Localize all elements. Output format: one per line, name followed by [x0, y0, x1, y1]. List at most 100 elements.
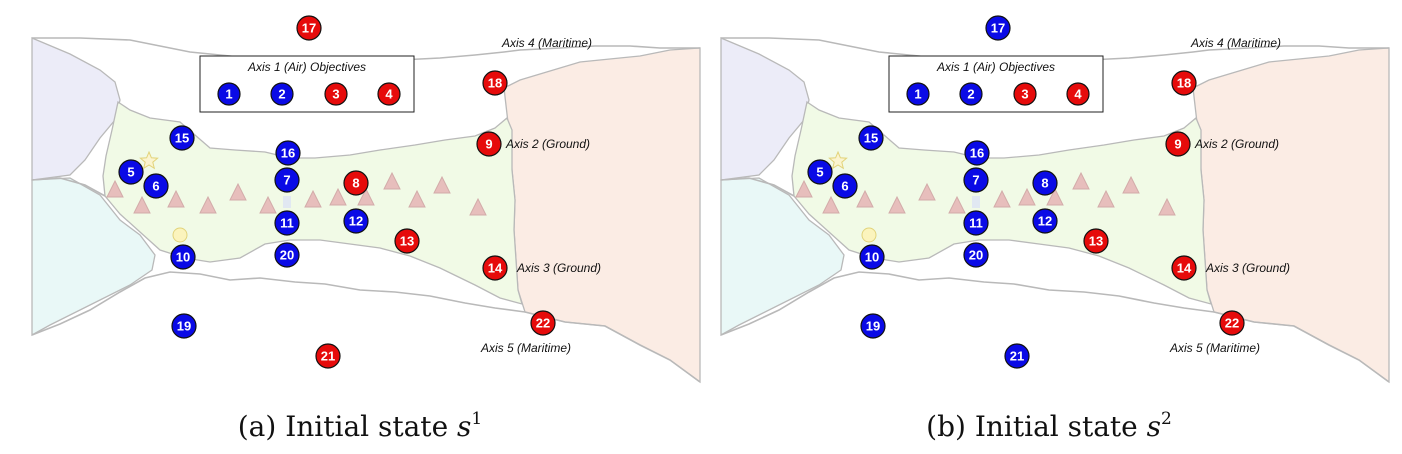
node-18-label: 18	[488, 76, 502, 91]
node-16-circle	[275, 140, 301, 166]
bridge-marker	[972, 196, 980, 208]
base-marker	[861, 227, 877, 243]
terrain-marker	[1046, 187, 1064, 206]
node-6: 6	[832, 173, 858, 199]
terrain-marker	[1072, 171, 1090, 190]
node-17-circle	[985, 15, 1011, 41]
legend-objective-1: 1	[906, 82, 930, 106]
node-14-label: 14	[488, 261, 503, 276]
node-10: 10	[170, 244, 196, 270]
terrain-marker	[469, 197, 487, 216]
legend-objective-4-label: 4	[385, 87, 393, 102]
terrain-marker	[1097, 189, 1115, 208]
legend-objective-1-label: 1	[225, 87, 232, 102]
terrain-marker	[856, 189, 874, 208]
axis-label-axis5: Axis 5 (Maritime)	[1169, 341, 1260, 355]
node-14-circle	[1171, 255, 1197, 281]
caption-superscript: 2	[1161, 408, 1172, 429]
terrain-marker	[106, 179, 124, 198]
terrain-marker	[822, 195, 840, 214]
node-12-circle	[1032, 208, 1058, 234]
node-17-label: 17	[302, 21, 316, 36]
node-15-circle	[858, 125, 884, 151]
node-20: 20	[963, 242, 989, 268]
node-14-label: 14	[1177, 261, 1192, 276]
node-6-label: 6	[841, 179, 848, 194]
caption-variable: s	[1146, 410, 1162, 443]
node-14-circle	[482, 255, 508, 281]
coastline-border	[31, 271, 526, 336]
node-20-label: 20	[969, 248, 983, 263]
node-17-circle	[296, 15, 322, 41]
terrain-marker	[795, 179, 813, 198]
node-9-label: 9	[485, 137, 492, 152]
legend-objective-4: 4	[377, 82, 401, 106]
base-marker	[172, 227, 188, 243]
node-22: 22	[1219, 310, 1245, 336]
node-13-circle	[394, 228, 420, 254]
terrain-marker	[1122, 175, 1140, 194]
node-20: 20	[274, 242, 300, 268]
node-11-label: 11	[969, 216, 983, 231]
axis-label-axis3: Axis 3 (Ground)	[516, 261, 601, 275]
legend-objective-3-label: 3	[332, 87, 339, 102]
node-14: 14	[1171, 255, 1197, 281]
node-18-circle	[1171, 70, 1197, 96]
caption: (b) Initial state s2	[709, 408, 1389, 443]
node-7-circle	[274, 167, 300, 193]
node-19: 19	[860, 313, 886, 339]
legend-objective-1-circle	[906, 82, 930, 106]
node-11-circle	[963, 210, 989, 236]
node-19-circle	[860, 313, 886, 339]
node-17: 17	[296, 15, 322, 41]
terrain-marker	[948, 195, 966, 214]
node-7: 7	[963, 167, 989, 193]
terrain-marker	[383, 171, 401, 190]
node-18: 18	[482, 70, 508, 96]
node-7: 7	[274, 167, 300, 193]
node-7-label: 7	[283, 173, 290, 188]
node-21-label: 21	[321, 349, 335, 364]
node-20-circle	[963, 242, 989, 268]
node-16-label: 16	[281, 146, 295, 161]
legend-objective-4-circle	[1066, 82, 1090, 106]
legend-objective-2-circle	[270, 82, 294, 106]
node-12-label: 12	[1038, 214, 1052, 229]
legend-title: Axis 1 (Air) Objectives	[247, 60, 366, 74]
node-12: 12	[1032, 208, 1058, 234]
legend-objective-3-circle	[324, 82, 348, 106]
node-10-label: 10	[865, 250, 879, 265]
legend-objective-1-circle	[217, 82, 241, 106]
node-12: 12	[343, 208, 369, 234]
node-8-label: 8	[352, 176, 359, 191]
terrain-marker	[993, 189, 1011, 208]
node-11-circle	[274, 210, 300, 236]
axis-label-axis4: Axis 4 (Maritime)	[501, 36, 592, 50]
node-6-label: 6	[152, 179, 159, 194]
node-10: 10	[859, 244, 885, 270]
node-22-label: 22	[1225, 316, 1239, 331]
caption-superscript: 1	[471, 408, 483, 429]
node-18-circle	[482, 70, 508, 96]
legend-objective-3: 3	[324, 82, 348, 106]
terrain-marker	[329, 187, 347, 206]
node-16: 16	[964, 140, 990, 166]
legend-objective-4: 4	[1066, 82, 1090, 106]
coastline-border	[1213, 311, 1390, 383]
node-9: 9	[1165, 131, 1191, 157]
node-5: 5	[807, 159, 833, 185]
coastline-border	[31, 177, 106, 197]
node-15-circle	[169, 125, 195, 151]
terrain-marker	[357, 187, 375, 206]
node-13-label: 13	[1089, 234, 1103, 249]
legend-objective-2-circle	[959, 82, 983, 106]
terrain-marker	[433, 175, 451, 194]
node-20-label: 20	[280, 248, 294, 263]
node-5-label: 5	[127, 165, 134, 180]
node-21: 21	[315, 343, 341, 369]
node-22-label: 22	[536, 316, 550, 331]
node-6-circle	[143, 173, 169, 199]
